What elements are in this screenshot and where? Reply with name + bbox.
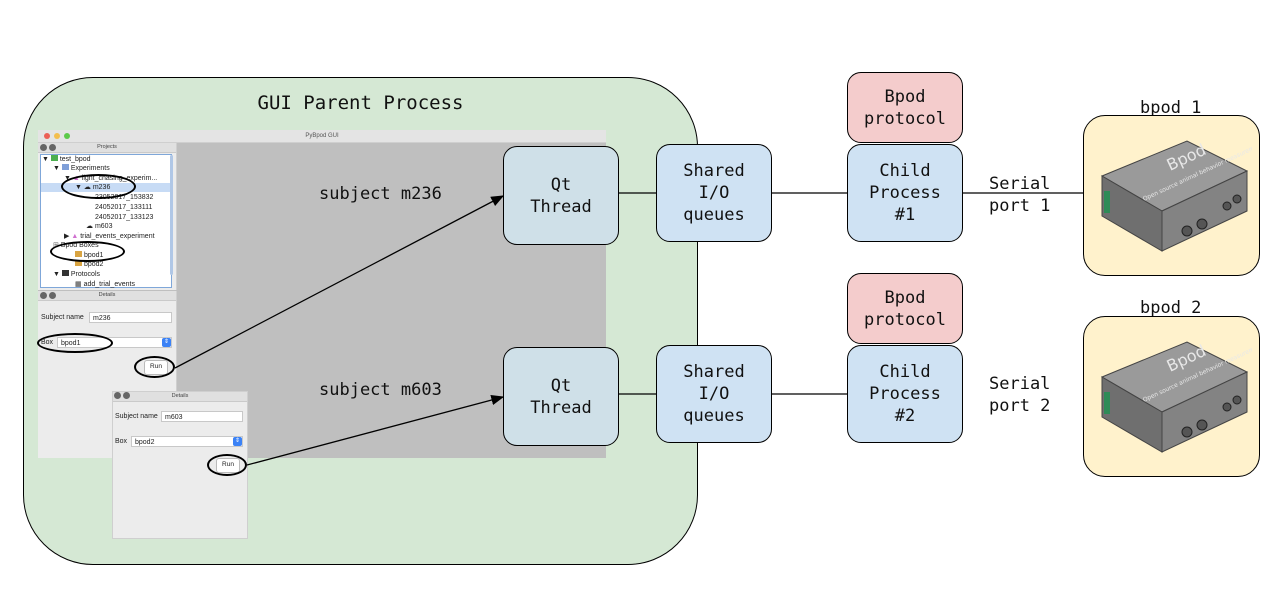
subject-m236-label: subject m236 — [319, 184, 442, 204]
tree-item-experiment2[interactable]: ▶ ▲ trial_events_experiment — [64, 233, 155, 240]
details1-subject-field[interactable]: m236 — [89, 312, 172, 323]
tree-item-session2[interactable]: 24052017_133111 — [95, 204, 153, 211]
gui-parent-process-title: GUI Parent Process — [257, 92, 464, 114]
tree-item-experiments[interactable]: ▼ Experiments — [53, 164, 110, 172]
subject-m603-label: subject m603 — [319, 380, 442, 400]
window-maximize-icon[interactable] — [64, 133, 70, 139]
bpod-1-device-box: Bpod Open source animal behavior measure… — [1083, 115, 1260, 276]
tree-item-session3[interactable]: 24052017_133123 — [95, 214, 154, 221]
tree-item-session1[interactable]: 23052017_153832 — [95, 194, 154, 201]
tree-item-bpod2[interactable]: bpod2 — [75, 260, 103, 269]
details1-select-chevron-icon[interactable]: ⇕ — [162, 338, 171, 347]
details2-box-label: Box — [115, 438, 128, 445]
details1-float-icon[interactable] — [49, 292, 56, 299]
child-process-1: Child Process #1 — [847, 144, 963, 242]
bpod-2-device-box: Bpod Open source animal behavior measure… — [1083, 316, 1260, 477]
highlight-oval-run2 — [207, 454, 247, 476]
bpod-device-image-icon: Bpod Open source animal behavior measure… — [1100, 140, 1252, 252]
tree-item-protocols[interactable]: ▼ Protocols — [53, 270, 101, 278]
bpod-protocol-2: Bpod protocol — [847, 273, 963, 344]
details2-box-select[interactable]: bpod2 — [131, 436, 243, 447]
details2-subject-label: Subject name — [115, 413, 158, 420]
panel-close-icon[interactable] — [40, 144, 47, 151]
bpod-protocol-1: Bpod protocol — [847, 72, 963, 143]
bpod-1-label: bpod 1 — [1140, 98, 1202, 118]
arrow-run2-to-qt2 — [246, 394, 505, 466]
child-process-2: Child Process #2 — [847, 345, 963, 443]
window-close-icon[interactable] — [44, 133, 50, 139]
projects-header: Projects — [38, 143, 176, 153]
details-header-2: Details — [113, 392, 247, 402]
tree-item-subject-m603[interactable]: ☁ m603 — [86, 223, 113, 230]
details2-float-icon[interactable] — [123, 392, 130, 399]
details2-close-icon[interactable] — [114, 392, 121, 399]
arrow-run1-to-qt1 — [174, 195, 505, 369]
tree-item-project[interactable]: ▼ test_bpod — [42, 155, 91, 163]
highlight-oval-box1 — [37, 333, 113, 353]
projects-tree — [40, 154, 172, 288]
tree-item-protocol1[interactable]: ▦ add_trial_events — [75, 281, 135, 288]
details1-subject-label: Subject name — [41, 314, 84, 321]
highlight-oval-run1 — [134, 356, 175, 378]
tree-scrollbar[interactable] — [170, 155, 173, 275]
qt-thread-2: Qt Thread — [503, 347, 619, 446]
details-header-1: Details — [38, 291, 176, 301]
serial-port-2-label: Serial port 2 — [989, 374, 1051, 416]
qt-thread-1: Qt Thread — [503, 146, 619, 245]
serial-port-1-label: Serial port 1 — [989, 174, 1051, 216]
bpod-device-image-icon: Bpod Open source animal behavior measure… — [1100, 341, 1252, 453]
bpod-2-label: bpod 2 — [1140, 298, 1202, 318]
panel-float-icon[interactable] — [49, 144, 56, 151]
highlight-oval-bpod1 — [50, 241, 125, 262]
window-minimize-icon[interactable] — [54, 133, 60, 139]
details1-close-icon[interactable] — [40, 292, 47, 299]
highlight-oval-m236 — [61, 174, 136, 199]
shared-queues-2: Shared I/O queues — [656, 345, 772, 443]
details2-select-chevron-icon[interactable]: ⇕ — [233, 437, 242, 446]
shared-queues-1: Shared I/O queues — [656, 144, 772, 242]
pybpod-window-titlebar: PyBpod GUI — [38, 130, 606, 143]
details2-subject-field[interactable]: m603 — [161, 411, 243, 422]
